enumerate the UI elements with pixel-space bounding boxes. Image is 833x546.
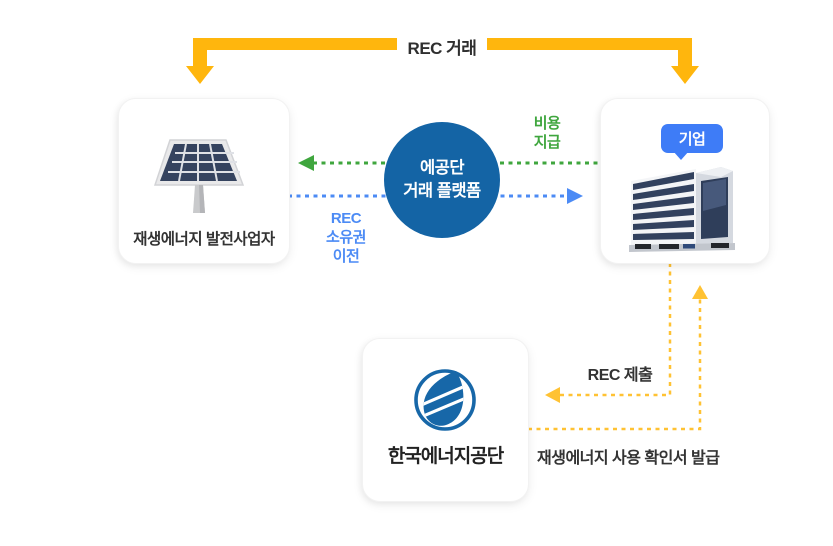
- certificate-issue-arrow: [528, 285, 708, 431]
- office-building-icon: [629, 167, 735, 252]
- producer-card: 재생에너지 발전사업자: [118, 98, 290, 264]
- rec-trade-label: REC 거래: [407, 39, 477, 58]
- rec-trade-arrow: [186, 38, 699, 84]
- cost-payment-label: 비용 지급: [533, 115, 561, 151]
- energy-agency-logo: [414, 369, 476, 431]
- company-badge-tail: [673, 151, 689, 160]
- rec-submit-arrow: [545, 263, 672, 403]
- company-card: 기업: [600, 98, 770, 264]
- platform-label-line2: 거래 플랫폼: [403, 182, 481, 200]
- agency-label: 한국에너지공단: [387, 446, 504, 467]
- producer-label: 재생에너지 발전사업자: [133, 231, 275, 248]
- platform-circle: 에공단 거래 플랫폼: [384, 122, 500, 238]
- platform-label-line1: 에공단: [419, 159, 465, 177]
- certificate-issue-label: 재생에너지 사용 확인서 발급: [537, 450, 720, 467]
- rec-submit-label: REC 제출: [587, 367, 653, 384]
- solar-panel-icon: [153, 139, 245, 213]
- company-badge: 기업: [661, 124, 723, 153]
- rec-ownership-label: REC 소유권 이전: [326, 210, 366, 265]
- agency-card: 한국에너지공단: [362, 338, 529, 502]
- cost-payment-arrow: [298, 155, 600, 171]
